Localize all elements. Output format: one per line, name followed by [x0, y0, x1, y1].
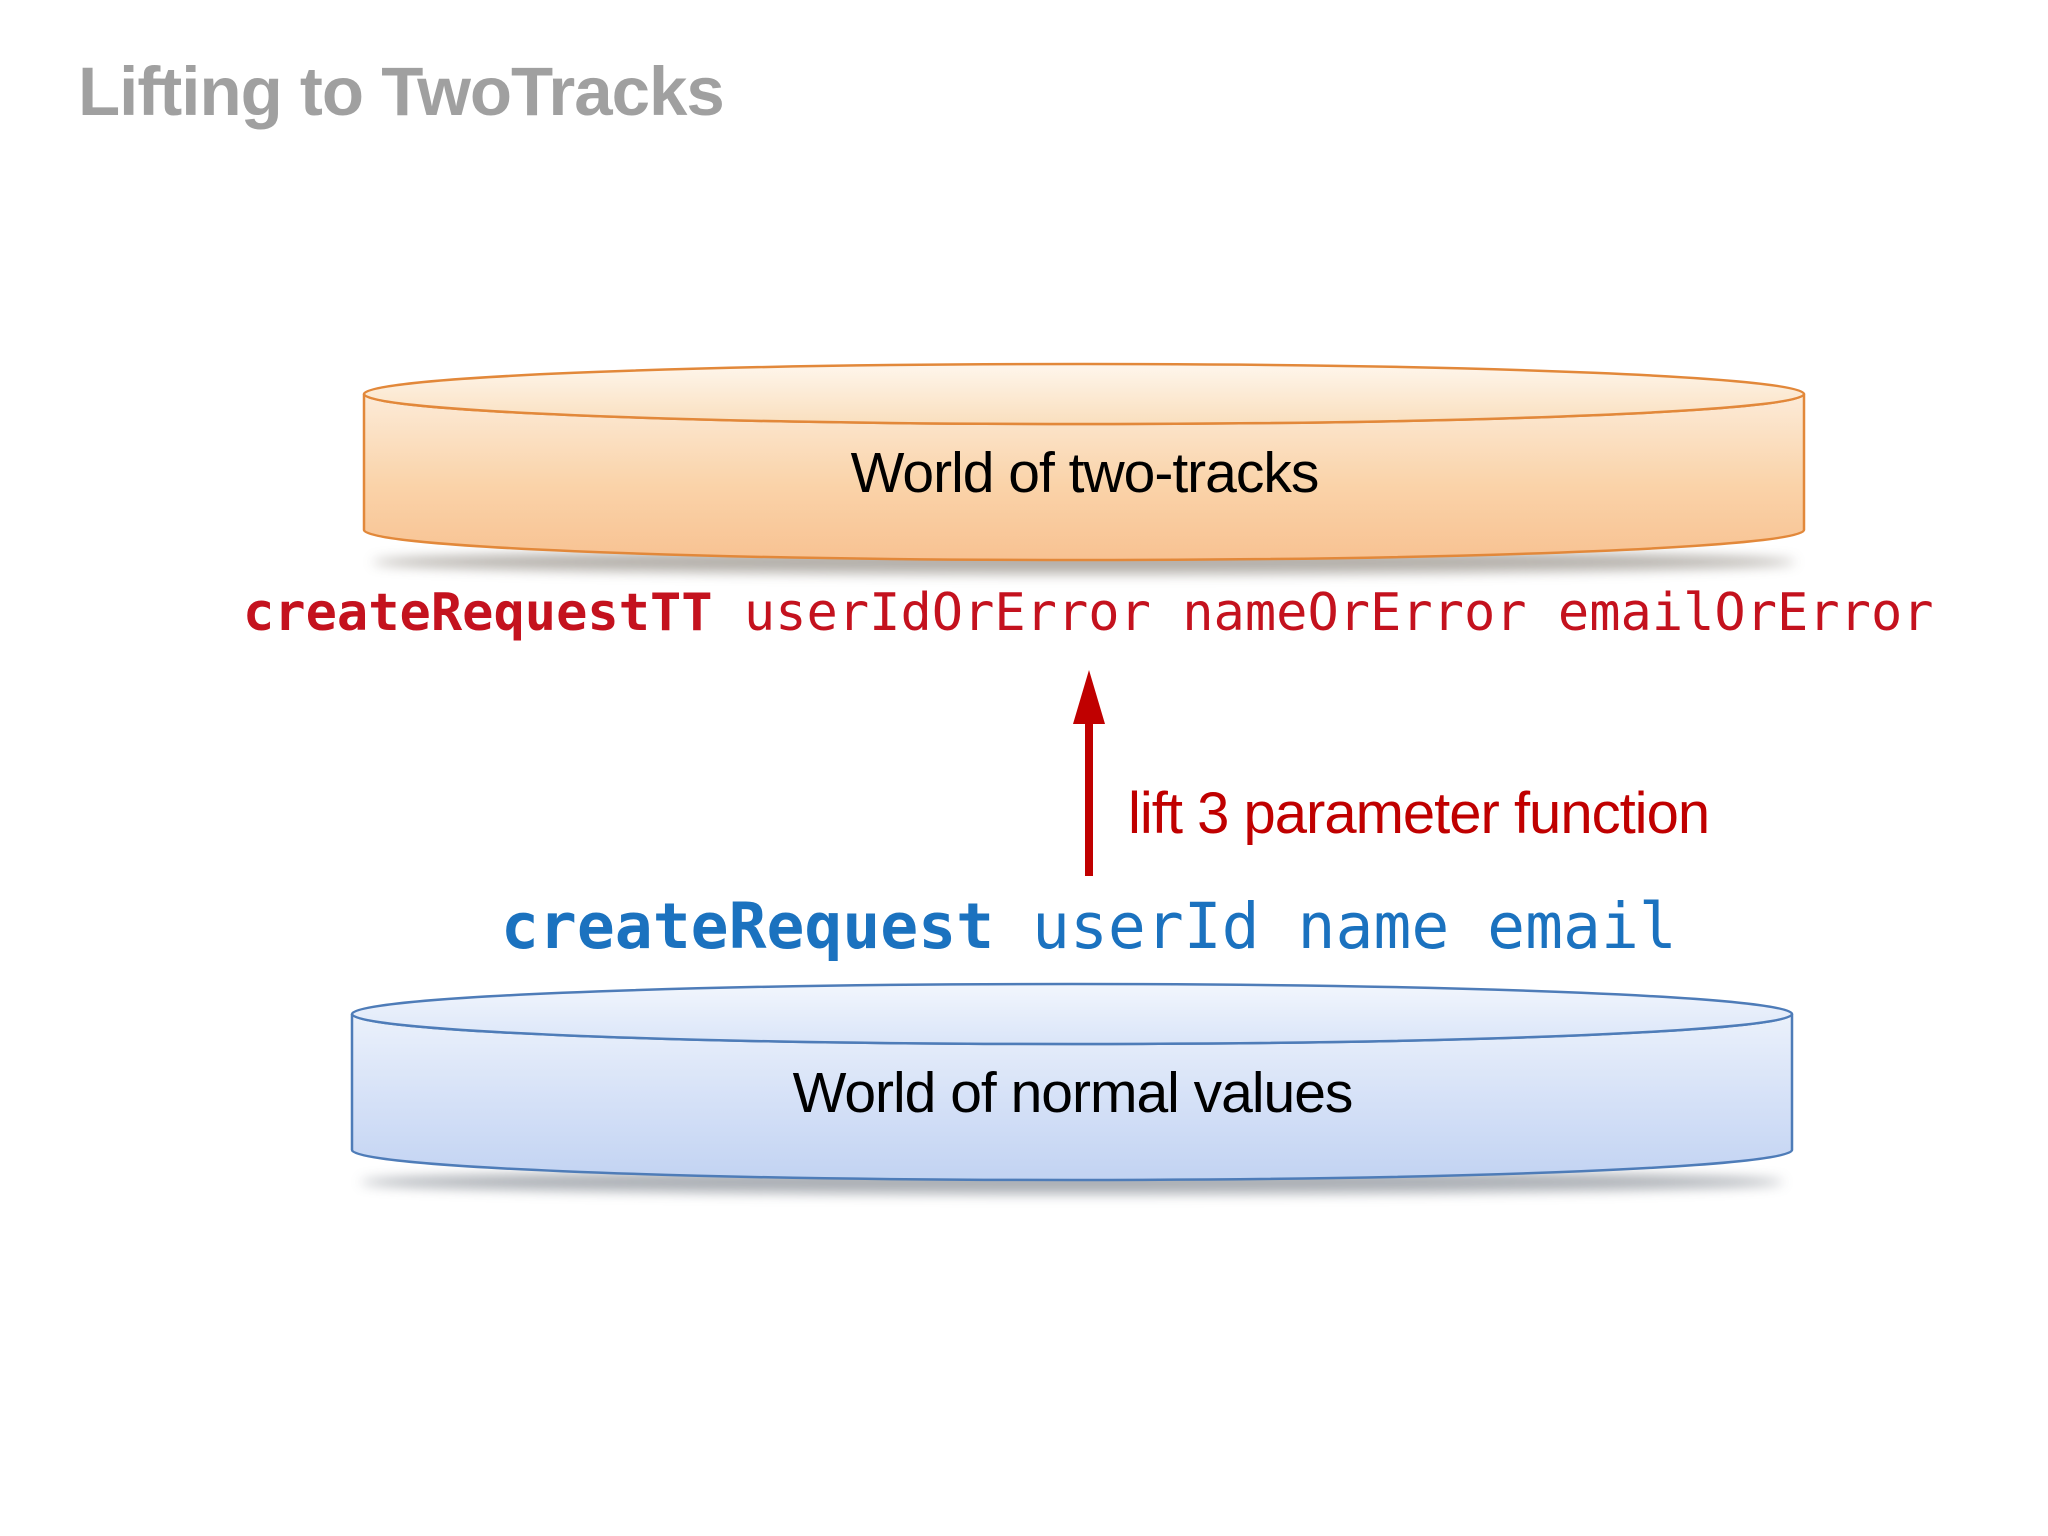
normal-code: createRequest userId name email [501, 890, 1677, 963]
normal-values-label: World of normal values [792, 1061, 1354, 1125]
normal-code-args: userId name email [1032, 890, 1677, 963]
normal-code-function: createRequest [501, 890, 995, 963]
normal-values-cylinder: World of normal values [350, 982, 1795, 1222]
cylinder-shape-icon [350, 982, 1794, 1194]
two-tracks-label: World of two-tracks [850, 441, 1320, 505]
lifted-code-args: userIdOrError nameOrError emailOrError [743, 583, 1934, 643]
page-title: Lifting to TwoTracks [78, 53, 725, 130]
lifted-code-function: createRequestTT [243, 583, 713, 643]
cylinder-shape-icon [362, 362, 1806, 574]
lift-annotation: lift 3 parameter function [1128, 781, 1710, 846]
lifted-code: createRequestTT userIdOrError nameOrErro… [243, 583, 1934, 643]
up-arrow-icon [1073, 670, 1105, 876]
two-tracks-cylinder: World of two-tracks [362, 362, 1807, 602]
